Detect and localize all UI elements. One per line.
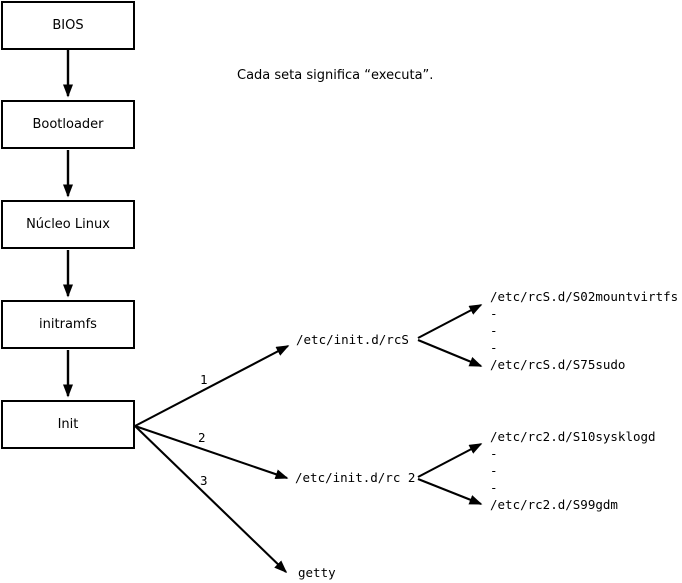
flow-box-init: Init [1, 400, 135, 449]
flow-box-kernel-label: Núcleo Linux [26, 217, 110, 232]
flow-box-bios-label: BIOS [52, 18, 84, 33]
arrow-meaning-annotation: Cada seta significa “executa”. [237, 68, 434, 83]
rcS-script-label: /etc/init.d/rcS [296, 332, 409, 347]
branch-number-3: 3 [200, 473, 208, 488]
arrow-rc2-to-S99gdm [417, 478, 483, 505]
branch-number-2: 2 [198, 430, 206, 445]
flow-box-bootloader: Bootloader [1, 100, 135, 149]
arrow-rc2-to-S10sysklogd [417, 443, 483, 478]
flow-box-init-label: Init [57, 417, 79, 432]
arrow-rcS-to-S02mountvirtfs [417, 304, 483, 339]
getty-label: getty [298, 565, 336, 580]
rc2-script-label: /etc/init.d/rc 2 [295, 470, 416, 485]
arrow-init-to-getty [134, 425, 288, 574]
arrow-init-to-rcS [134, 345, 290, 427]
flow-box-bootloader-label: Bootloader [32, 117, 104, 132]
arrow-rcS-to-S75sudo [417, 339, 483, 367]
flow-box-initramfs-label: initramfs [39, 317, 97, 332]
branch-number-1: 1 [200, 372, 208, 387]
flow-box-bios: BIOS [1, 1, 135, 50]
rcS-scripts-list: /etc/rcS.d/S02mountvirtfs - - - /etc/rcS… [490, 289, 679, 372]
flow-box-initramfs: initramfs [1, 300, 135, 349]
flow-box-kernel: Núcleo Linux [1, 200, 135, 249]
rc2-scripts-list: /etc/rc2.d/S10sysklogd - - - /etc/rc2.d/… [490, 429, 656, 512]
arrow-init-to-rc2 [134, 425, 289, 480]
